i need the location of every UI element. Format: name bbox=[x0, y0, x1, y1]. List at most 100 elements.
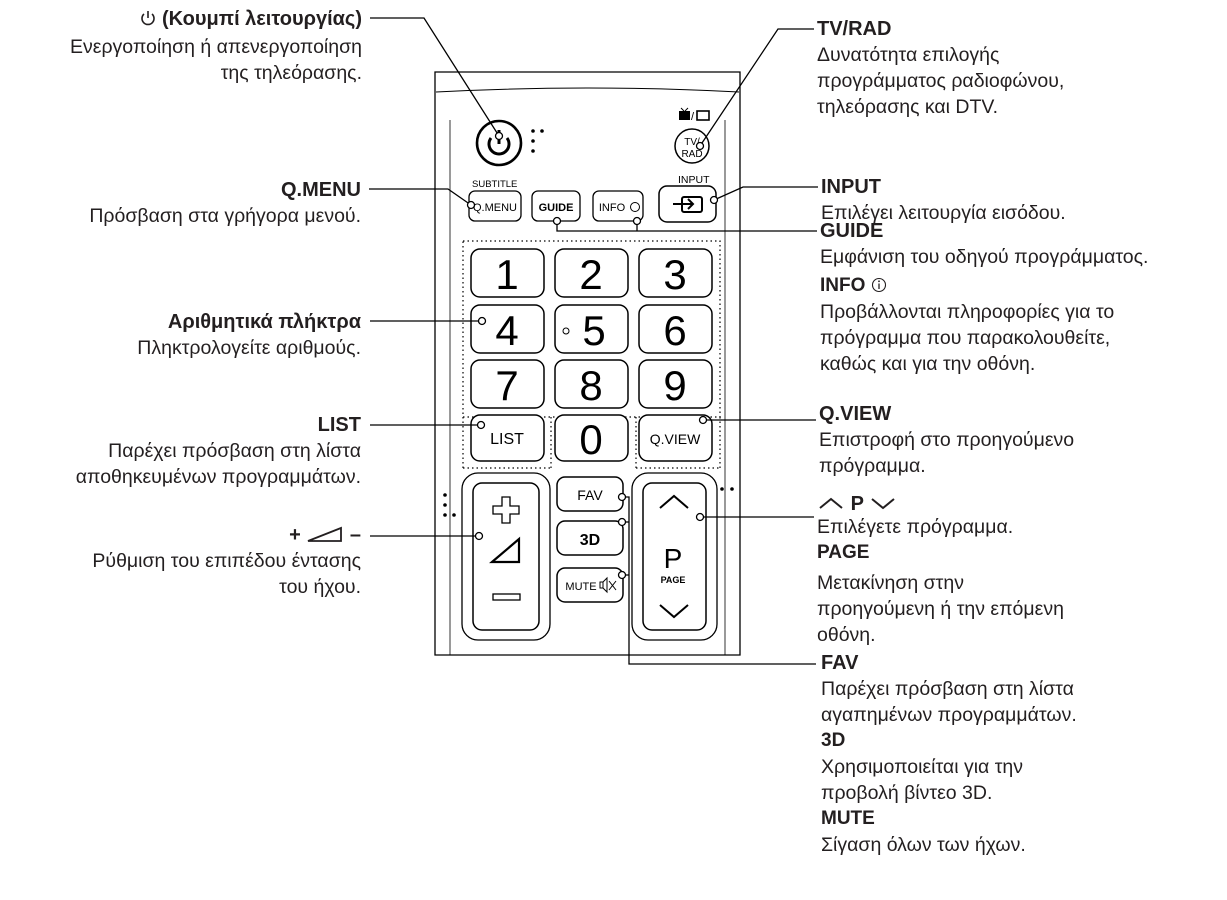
digit-key-1[interactable]: 1 bbox=[470, 248, 545, 298]
digit-key-2[interactable]: 2 bbox=[554, 248, 629, 298]
numeric-keys-title: Αριθμητικά πλήκτρα bbox=[167, 311, 361, 333]
tv-rad-desc-2: προγράμματος ραδιοφώνου, bbox=[817, 70, 1065, 92]
info-label: INFO Προβάλλονται πληροφορίες για το πρό… bbox=[820, 273, 1114, 377]
volume-desc-2: του ήχου. bbox=[279, 576, 361, 598]
q-menu-desc: Πρόσβαση στα γρήγορα μενού. bbox=[89, 205, 361, 227]
digit-key-9[interactable]: 9 bbox=[638, 359, 713, 409]
callout-dots bbox=[466, 131, 719, 580]
power-label: (Κουμπί λειτουργίας) Ενεργοποίηση ή απεν… bbox=[70, 6, 362, 86]
fav-desc-2: αγαπημένων προγραμμάτων. bbox=[821, 704, 1077, 726]
info-button[interactable]: INFO bbox=[592, 190, 644, 222]
tv-rad-label: TV/RAD Δυνατότητα επιλογής προγράμματος … bbox=[817, 16, 1064, 120]
input-label: INPUT Επιλέγει λειτουργία εισόδου. bbox=[821, 174, 1066, 226]
q-view-desc-1: Επιστροφή στο προηγούμενο bbox=[819, 429, 1075, 451]
guide-button[interactable]: GUIDE bbox=[531, 190, 581, 222]
numeric-keys-desc: Πληκτρολογείτε αριθμούς. bbox=[137, 337, 361, 359]
info-desc-1: Προβάλλονται πληροφορίες για το bbox=[820, 301, 1115, 323]
volume-rocker[interactable] bbox=[472, 482, 540, 631]
mute-title: MUTE bbox=[821, 808, 875, 829]
program-dots-icon bbox=[720, 487, 734, 491]
volume-dots-icon bbox=[443, 493, 456, 517]
volume-minus-icon bbox=[492, 593, 521, 601]
tv-rad-bottom-text: RAD bbox=[681, 149, 702, 160]
program-rocker[interactable]: P PAGE bbox=[642, 482, 707, 631]
svg-text:2: 2 bbox=[579, 251, 602, 298]
input-desc: Επιλέγει λειτουργία εισόδου. bbox=[821, 202, 1066, 224]
digit-key-0[interactable]: 0 bbox=[554, 414, 629, 463]
program-label: P Επιλέγετε πρόγραμμα. PAGE Μετακίνηση σ… bbox=[817, 494, 1064, 648]
program-down-icon bbox=[871, 498, 895, 510]
tv-rad-button[interactable]: TV/ RAD bbox=[674, 128, 710, 164]
svg-text:Q.VIEW: Q.VIEW bbox=[650, 431, 701, 447]
volume-triangle-icon bbox=[489, 536, 521, 564]
fav-label: FAV Παρέχει πρόσβαση στη λίστα αγαπημένω… bbox=[821, 650, 1077, 858]
program-title: P bbox=[817, 494, 1064, 514]
page-p-text: P bbox=[664, 543, 683, 574]
input-button[interactable] bbox=[658, 185, 717, 223]
svg-text:6: 6 bbox=[663, 307, 686, 354]
page-desc-2: προηγούμενη ή την επόμενη bbox=[817, 598, 1064, 620]
power-title-text: (Κουμπί λειτουργίας) bbox=[162, 8, 362, 30]
digit-key-8[interactable]: 8 bbox=[554, 359, 629, 409]
page-desc-3: οθόνη. bbox=[817, 624, 876, 646]
numeric-keys-label: Αριθμητικά πλήκτρα Πληκτρολογείτε αριθμο… bbox=[137, 309, 361, 361]
volume-desc-1: Ρύθμιση του επιπέδου έντασης bbox=[92, 550, 361, 572]
digit-key-5[interactable]: 5 bbox=[554, 304, 629, 354]
page-title: PAGE bbox=[817, 542, 870, 563]
tv-icon: / bbox=[679, 107, 710, 123]
svg-text:FAV: FAV bbox=[577, 487, 603, 503]
mute-desc: Σίγαση όλων των ήχων. bbox=[821, 834, 1026, 856]
power-icon bbox=[140, 8, 156, 34]
fav-button[interactable]: FAV bbox=[556, 476, 624, 512]
svg-text:1: 1 bbox=[495, 251, 518, 298]
mute-speaker-icon bbox=[599, 576, 617, 594]
svg-text:9: 9 bbox=[663, 362, 686, 409]
svg-text:0: 0 bbox=[579, 416, 602, 463]
digit-key-7[interactable]: 7 bbox=[470, 359, 545, 409]
subtitle-text: SUBTITLE bbox=[472, 179, 517, 190]
q-view-button[interactable]: Q.VIEW bbox=[638, 414, 713, 462]
svg-text:8: 8 bbox=[579, 362, 602, 409]
digit-key-4[interactable]: 4 bbox=[470, 304, 545, 354]
volume-label: + – Ρύθμιση του επιπέδου έντασης του ήχο… bbox=[92, 522, 361, 600]
three-d-desc-1: Χρησιμοποιείται για την bbox=[821, 756, 1024, 778]
info-title-icon bbox=[871, 277, 886, 293]
svg-text:LIST: LIST bbox=[490, 431, 524, 448]
input-text: INPUT bbox=[678, 174, 710, 186]
svg-text:3D: 3D bbox=[580, 532, 600, 549]
list-button[interactable]: LIST bbox=[470, 414, 545, 462]
info-title-text: INFO bbox=[820, 275, 866, 296]
q-menu-button[interactable]: Q.MENU bbox=[468, 190, 522, 222]
three-d-button[interactable]: 3D bbox=[556, 520, 624, 556]
digit-key-3[interactable]: 3 bbox=[638, 248, 713, 298]
volume-title: + – bbox=[92, 522, 361, 548]
page-text: PAGE bbox=[661, 575, 686, 585]
svg-text:MUTE: MUTE bbox=[565, 581, 596, 593]
program-title-text: P bbox=[850, 493, 864, 515]
digit-key-6[interactable]: 6 bbox=[638, 304, 713, 354]
q-view-desc-2: πρόγραμμα. bbox=[819, 455, 926, 477]
tv-rad-title: TV/RAD bbox=[817, 18, 892, 40]
svg-text:3: 3 bbox=[663, 251, 686, 298]
program-desc: Επιλέγετε πρόγραμμα. bbox=[817, 516, 1014, 538]
info-desc-3: καθώς και για την οθόνη. bbox=[820, 353, 1036, 375]
remote-body bbox=[434, 71, 741, 656]
chevron-down-icon bbox=[659, 604, 689, 619]
svg-text:7: 7 bbox=[495, 362, 518, 409]
mute-button[interactable]: MUTE bbox=[556, 567, 624, 603]
q-menu-title: Q.MENU bbox=[281, 179, 361, 201]
q-view-label: Q.VIEW Επιστροφή στο προηγούμενο πρόγραμ… bbox=[819, 401, 1074, 479]
list-desc-2: αποθηκευμένων προγραμμάτων. bbox=[75, 466, 361, 488]
svg-text:4: 4 bbox=[495, 307, 518, 354]
tv-rad-desc-3: τηλεόρασης και DTV. bbox=[817, 96, 999, 118]
three-d-title: 3D bbox=[821, 730, 846, 751]
fav-title: FAV bbox=[821, 652, 859, 674]
power-button[interactable] bbox=[475, 119, 523, 167]
guide-label: GUIDE Εμφάνιση του οδηγού προγράμματος. bbox=[820, 218, 1148, 270]
power-title: (Κουμπί λειτουργίας) bbox=[70, 6, 362, 34]
guide-desc: Εμφάνιση του οδηγού προγράμματος. bbox=[820, 246, 1149, 268]
input-title: INPUT bbox=[821, 176, 881, 198]
remote-top-edge bbox=[435, 87, 740, 93]
power-desc-1: Ενεργοποίηση ή απενεργοποίηση bbox=[70, 36, 362, 58]
